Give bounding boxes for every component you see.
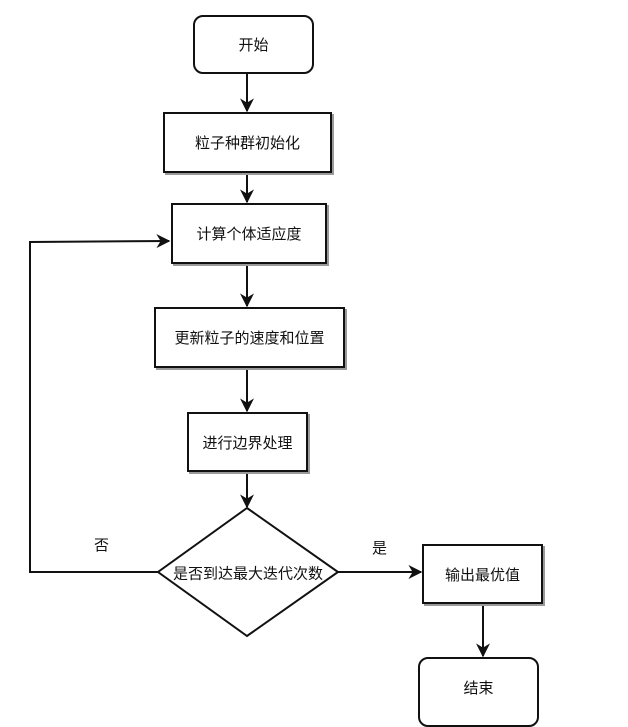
fitness-node: 计算个体适应度 <box>171 203 327 264</box>
boundary-node: 进行边界处理 <box>187 412 308 472</box>
init-node: 粒子种群初始化 <box>163 112 332 173</box>
decision-diamond <box>156 506 340 638</box>
edge-decision-to-fitness-no <box>29 234 171 573</box>
update-node-label: 更新粒子的速度和位置 <box>174 329 325 347</box>
edge-label-no: 否 <box>94 536 110 554</box>
update-node: 更新粒子的速度和位置 <box>154 307 345 368</box>
decision-node-label: 是否到达最大迭代次数 <box>172 564 324 583</box>
end-node: 结束 <box>418 657 539 727</box>
edge-label-yes: 是 <box>372 539 388 557</box>
end-node-label: 结束 <box>463 678 494 697</box>
init-node-label: 粒子种群初始化 <box>194 134 300 152</box>
flowchart-connectors <box>29 73 490 658</box>
output-node: 输出最优值 <box>422 544 543 604</box>
start-node: 开始 <box>193 15 314 74</box>
boundary-node-label: 进行边界处理 <box>202 433 293 452</box>
fitness-node-label: 计算个体适应度 <box>196 225 302 243</box>
start-node-label: 开始 <box>238 36 269 54</box>
output-node-label: 输出最优值 <box>444 565 520 584</box>
